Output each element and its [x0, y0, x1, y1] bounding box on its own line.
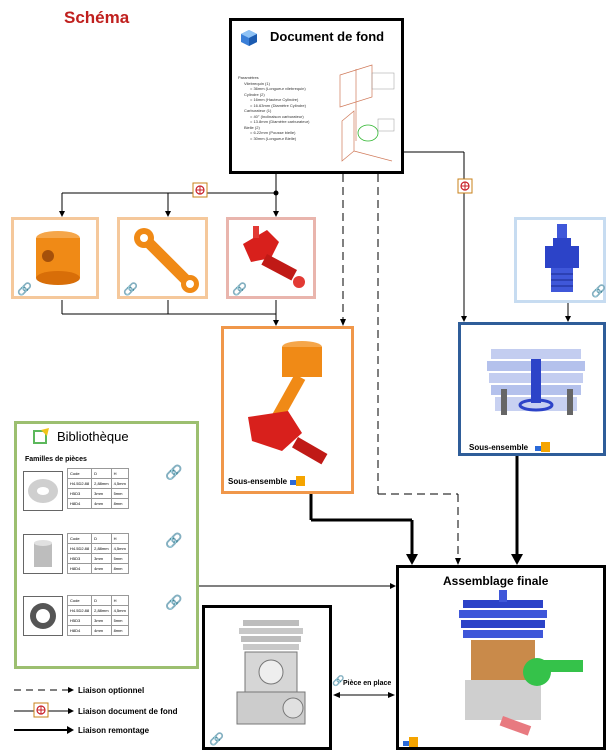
assembly-icon: [403, 737, 418, 747]
document-title: Document de fond: [270, 29, 385, 44]
piston-rod-assembly-image: [248, 341, 328, 465]
legend-lines: [14, 687, 74, 734]
subassembly-label: Sous-ensemble: [228, 477, 288, 486]
final-assembly-title: Assemblage finale: [443, 574, 549, 588]
part-crankshaft[interactable]: 🔗: [226, 217, 316, 299]
tree-item: = 40° (Inclinaison carburateur): [250, 113, 304, 119]
final-assembly-box[interactable]: Assemblage finale: [396, 565, 606, 750]
tree-item: = 13.8mm (Diamètre carburateur): [250, 119, 310, 124]
link-icon: 🔗: [591, 284, 606, 298]
link-icon: 🔗: [332, 676, 345, 687]
parameter-tree: Paramètres Vilebrequin (1) = 36mm (Longu…: [238, 75, 338, 141]
subassembly-label: Sous-ensemble: [469, 443, 529, 452]
cylinder-head-assembly-image: [487, 349, 585, 415]
washer-image: [23, 471, 63, 511]
engine-block-image: [236, 620, 306, 725]
sketch-drawing: [339, 64, 395, 162]
engine-assembly-image: [459, 590, 583, 736]
tree-item: = 36mm (Longueur vilebrequin): [250, 86, 306, 91]
tree-item: Carburateur (1): [244, 108, 272, 113]
tree-item: = 6.22mm (Pousse bielle): [250, 130, 296, 135]
library-title: Bibliothèque: [57, 429, 129, 444]
link-icon: 🔗: [17, 282, 32, 296]
link-icon: 🔗: [165, 532, 183, 548]
assembly-icon: [290, 476, 305, 486]
background-link-icon: [33, 702, 49, 718]
tree-item: = 16mm (Hauteur Cylindre): [250, 97, 299, 102]
tree-item: = 30mm (Longueur Bielle): [250, 135, 297, 141]
tree-item: Bielle (2): [244, 124, 260, 130]
part-piston[interactable]: 🔗: [11, 217, 99, 299]
sleeve-image: [23, 534, 63, 574]
legend-upward: Liaison remontage: [78, 726, 150, 735]
link-icon: 🔗: [209, 732, 224, 746]
subassembly-left[interactable]: Sous-ensemble: [221, 326, 354, 494]
crankshaft-image: [243, 226, 305, 288]
link-icon: 🔗: [165, 594, 183, 610]
background-link-icon: [457, 178, 473, 194]
legend-background: Liaison document de fond: [78, 707, 178, 716]
legend-optional: Liaison optionnel: [78, 686, 145, 695]
piston-image: [36, 231, 80, 285]
connecting-rod-image: [134, 228, 199, 293]
page-title: Schéma: [64, 8, 130, 27]
tree-item: = 16.63mm (Diamètre Cylindre): [250, 102, 306, 108]
engine-block-box[interactable]: 🔗: [202, 605, 332, 750]
library-icon: [33, 428, 49, 444]
link-icon: 🔗: [123, 282, 138, 296]
background-link-icon: [192, 182, 208, 198]
spark-plug-image: [545, 224, 579, 292]
tree-item: Paramètres: [238, 75, 259, 80]
link-icon: 🔗: [232, 282, 247, 296]
tree-item: Cylindre (2): [244, 91, 265, 97]
part-connecting-rod[interactable]: 🔗: [117, 217, 208, 299]
cube-icon: [241, 30, 257, 46]
tree-item: Vilebrequin (1): [244, 80, 270, 86]
assembly-icon: [535, 442, 550, 452]
library-subtitle: Familles de pièces: [25, 456, 87, 463]
part-spark-plug[interactable]: 🔗: [514, 217, 606, 303]
link-icon: 🔗: [165, 464, 183, 480]
subassembly-right[interactable]: Sous-ensemble: [458, 322, 606, 456]
background-document-box[interactable]: Document de fond Paramètres Vilebrequin …: [229, 18, 404, 174]
bearing-image: [23, 596, 63, 636]
piece-link-label: Pièce en place: [343, 680, 392, 687]
